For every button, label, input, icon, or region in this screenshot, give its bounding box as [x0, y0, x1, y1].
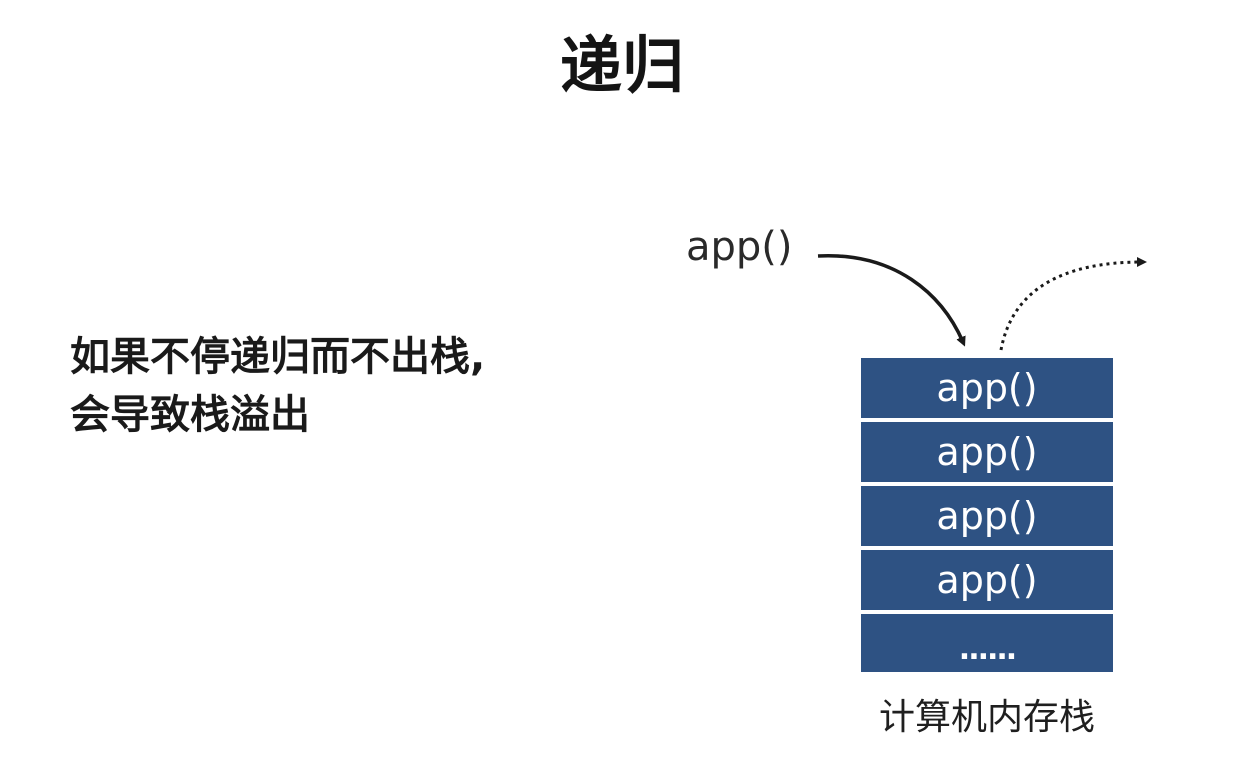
description-line-1: 如果不停递归而不出栈, [70, 334, 486, 380]
pop-arrow [999, 257, 1147, 351]
push-arrow [817, 254, 966, 347]
stack-caption: 计算机内存栈 [878, 697, 1095, 738]
description-line-2: 会导致栈溢出 [70, 392, 310, 438]
call-label: app() [686, 224, 793, 270]
description: 如果不停递归而不出栈, 会导致栈溢出 [70, 328, 485, 444]
page-title: 递归 [559, 29, 684, 102]
stack-frame: app() [861, 550, 1113, 610]
memory-stack: app() app() app() app() ...... [861, 358, 1113, 672]
stack-frame: app() [861, 358, 1113, 418]
stack-frame-ellipsis: ...... [861, 614, 1113, 672]
stack-frame: app() [861, 422, 1113, 482]
stack-frame: app() [861, 486, 1113, 546]
